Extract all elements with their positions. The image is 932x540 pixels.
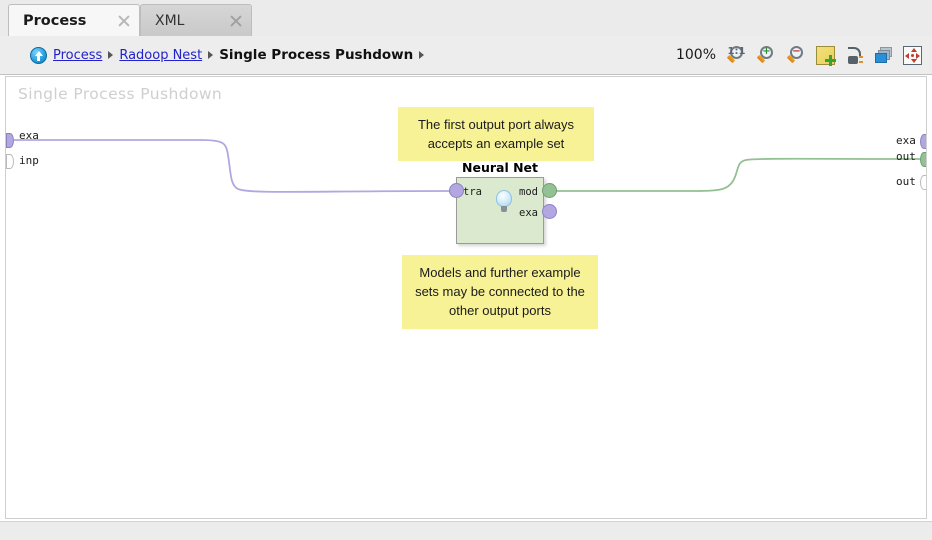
zoom-out-icon[interactable]: − [786, 45, 806, 65]
right-port-exa-label: exa [896, 134, 916, 147]
blue-up-arrow-icon[interactable] [30, 46, 47, 64]
left-port-inp-label: inp [19, 154, 39, 167]
zoom-in-icon[interactable]: + [756, 45, 776, 65]
canvas-toolbar: 100% 1:1 + − [675, 45, 922, 66]
right-port-exa[interactable] [920, 134, 926, 149]
annotation-first-output-port[interactable]: The first output port always accepts an … [398, 107, 594, 161]
right-port-out-empty[interactable] [920, 175, 926, 190]
operator-port-tra[interactable] [449, 183, 464, 198]
tab-xml-label: XML [155, 12, 185, 29]
right-port-out-connected-label: out [896, 150, 916, 163]
tab-bar: Process XML [0, 0, 932, 37]
tab-xml[interactable]: XML [140, 4, 252, 36]
operator-port-exa[interactable] [542, 204, 557, 219]
left-port-inp[interactable] [6, 154, 14, 169]
tab-process[interactable]: Process [8, 4, 140, 36]
input-connection[interactable] [14, 139, 451, 193]
annotation-other-output-ports[interactable]: Models and further example sets may be c… [402, 255, 598, 329]
right-port-out-connected[interactable] [920, 152, 926, 167]
close-icon[interactable] [229, 14, 243, 28]
operator-output-mod-label: mod [519, 186, 538, 198]
operator-name-label: Neural Net [462, 160, 538, 175]
auto-wire-icon[interactable] [845, 46, 864, 65]
breadcrumb-item-radoop-nest[interactable]: Radoop Nest [119, 47, 203, 63]
breadcrumb-item-process[interactable]: Process [53, 47, 103, 63]
tab-process-label: Process [23, 12, 87, 29]
canvas-watermark-title: Single Process Pushdown [18, 85, 223, 103]
chevron-right-icon [208, 51, 214, 59]
operator-output-exa-label: exa [519, 207, 538, 219]
chevron-right-icon [108, 51, 114, 59]
close-icon[interactable] [117, 14, 131, 28]
operator-neural-net[interactable]: tra mod exa [456, 177, 544, 244]
breadcrumb-item-current: Single Process Pushdown [219, 47, 414, 63]
breadcrumb: Process Radoop Nest Single Process Pushd… [30, 46, 425, 64]
layers-icon[interactable] [874, 46, 893, 65]
operator-input-tra-label: tra [463, 186, 482, 198]
left-port-exa[interactable] [6, 133, 14, 148]
breadcrumb-toolbar: Process Radoop Nest Single Process Pushd… [0, 36, 932, 75]
auto-fit-icon[interactable] [903, 45, 922, 65]
zoom-level-label: 100% [675, 47, 716, 63]
left-port-exa-label: exa [19, 129, 39, 142]
bottom-strip [0, 521, 932, 540]
add-note-icon[interactable] [816, 45, 836, 66]
operator-port-mod[interactable] [542, 183, 557, 198]
output-connection[interactable] [550, 157, 923, 192]
right-port-out-empty-label: out [896, 175, 916, 188]
lightbulb-icon [495, 190, 513, 212]
connection-layer [14, 139, 923, 193]
process-canvas[interactable]: Single Process Pushdown exa inp exa out … [5, 76, 927, 519]
zoom-reset-icon[interactable]: 1:1 [726, 45, 746, 65]
chevron-right-icon [419, 51, 425, 59]
